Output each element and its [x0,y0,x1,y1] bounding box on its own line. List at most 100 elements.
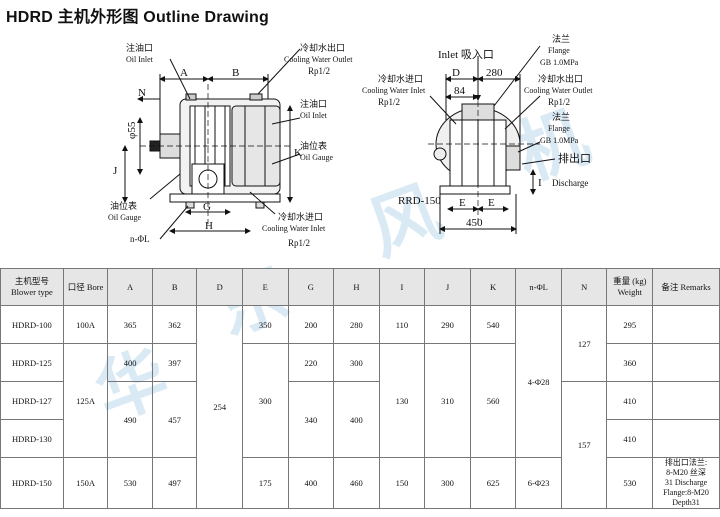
label-gb-top: GB 1.0MPa [540,58,579,67]
cell-h: 460 [333,457,380,509]
header-E: E [241,268,289,306]
table-row: HDRD-130 410 [0,419,720,458]
cell-g: 340 [287,381,335,458]
cell-bore: 150A [62,457,109,509]
dim-280: 280 [486,67,503,79]
cell-a: 365 [107,305,153,344]
table-row: HDRD-150 150A 530 497 175 400 460 150 30… [0,457,720,509]
label-gb-mid: GB 1.0MPa [540,136,579,145]
cell-j: 310 [424,343,471,458]
cell-weight: 530 [606,457,654,509]
dim-B: B [232,67,239,79]
table-row: HDRD-125 125A 400 397 300 220 300 130 31… [0,343,720,458]
cell-n: 157 [560,381,608,509]
cell-type: HDRD-125 [0,343,64,382]
dim-A: A [180,67,188,79]
cell-bore: 100A [62,305,109,344]
label-cw-inlet-en: Cooling Water Inlet [262,224,326,233]
cell-e: 300 [241,343,289,458]
dim-84: 84 [454,85,466,97]
cell-k: 540 [469,305,517,344]
label-oil-gauge-en: Oil Gauge [300,153,334,162]
end-view [428,45,556,234]
cell-a: 530 [107,457,153,509]
cell-e: 350 [241,305,289,344]
cell-b: 457 [151,381,198,458]
cell-a: 400 [107,343,153,382]
cell-a: 490 [107,381,153,458]
label-cw-inlet2-en: Cooling Water Inlet [362,86,426,95]
label-cw-outlet2-cn: 冷却水出口 [538,73,583,84]
header-G: G [287,268,335,306]
dim-H: H [205,220,213,232]
outline-drawing: 注油口 Oil Inlet A B N φ55 J K G H n-ΦL 冷却水… [108,33,593,248]
cell-d: 254 [196,305,243,509]
label-discharge-en: Discharge [552,178,588,188]
cell-e: 175 [241,457,289,509]
cell-remarks [652,381,720,420]
cell-remarks [652,343,720,382]
dim-E1: E [459,197,466,209]
cell-weight: 295 [606,305,654,344]
cell-type: HDRD-130 [0,419,64,458]
cell-type: HDRD-100 [0,305,64,344]
dim-K: K [294,147,302,159]
dim-E2: E [488,197,495,209]
cell-g: 200 [287,305,335,344]
label-cw-inlet-cn: 冷却水进口 [278,211,323,222]
header-J: J [424,268,471,306]
header-K: K [469,268,517,306]
cell-j: 300 [424,457,471,509]
cell-i: 150 [378,457,426,509]
header-nphiL: n-ΦL [515,268,562,306]
label-rrd150: RRD-150 [398,195,441,207]
cell-weight: 410 [606,381,654,420]
dim-N: N [138,87,146,99]
label-flange-cn-top: 法兰 [552,33,570,44]
header-bore: 口径 Bore [62,268,109,306]
cell-h: 300 [333,343,380,382]
header-A: A [107,268,153,306]
label-cw-outlet-en: Cooling Water Outlet [284,55,353,64]
cell-n: 127 [560,305,608,382]
label-oil-gauge-left-en: Oil Gauge [108,213,142,222]
cell-k: 625 [469,457,517,509]
header-D: D [196,268,243,306]
dim-I: I [538,177,542,189]
cell-i: 110 [378,305,426,344]
cell-j: 290 [424,305,471,344]
table-row: HDRD-100 100A 365 362 254 350 200 280 11… [0,305,720,509]
label-rp-top: Rp1/2 [308,66,330,76]
label-rp-left: Rp1/2 [378,97,400,107]
header-N: N [560,268,608,306]
cell-i: 130 [378,343,426,458]
dim-450: 450 [466,217,483,229]
cell-k: 560 [469,343,517,458]
cell-weight: 410 [606,419,654,458]
header-B: B [151,268,198,306]
label-cw-outlet2-en: Cooling Water Outlet [524,86,593,95]
label-cw-outlet-cn: 冷却水出口 [300,42,345,53]
header-H: H [333,268,380,306]
label-oil-inlet-cn-top: 注油口 [126,42,153,53]
dim-D: D [452,67,460,79]
cell-h: 400 [333,381,380,458]
cell-weight: 360 [606,343,654,382]
label-oil-gauge-left-cn: 油位表 [110,200,137,211]
header-I: I [378,268,426,306]
cell-nl: 6-Φ23 [515,457,562,509]
cell-h: 280 [333,305,380,344]
page-title: HDRD 主机外形图 Outline Drawing [6,9,269,26]
label-cw-inlet2-cn: 冷却水进口 [378,73,423,84]
side-view [122,48,301,240]
cell-b: 397 [151,343,198,382]
label-rp-right: Rp1/2 [548,97,570,107]
dim-G: G [203,201,211,213]
cell-b: 362 [151,305,198,344]
label-rp-bottom: Rp1/2 [288,238,310,248]
cell-remarks [652,419,720,458]
cell-remarks [652,305,720,344]
